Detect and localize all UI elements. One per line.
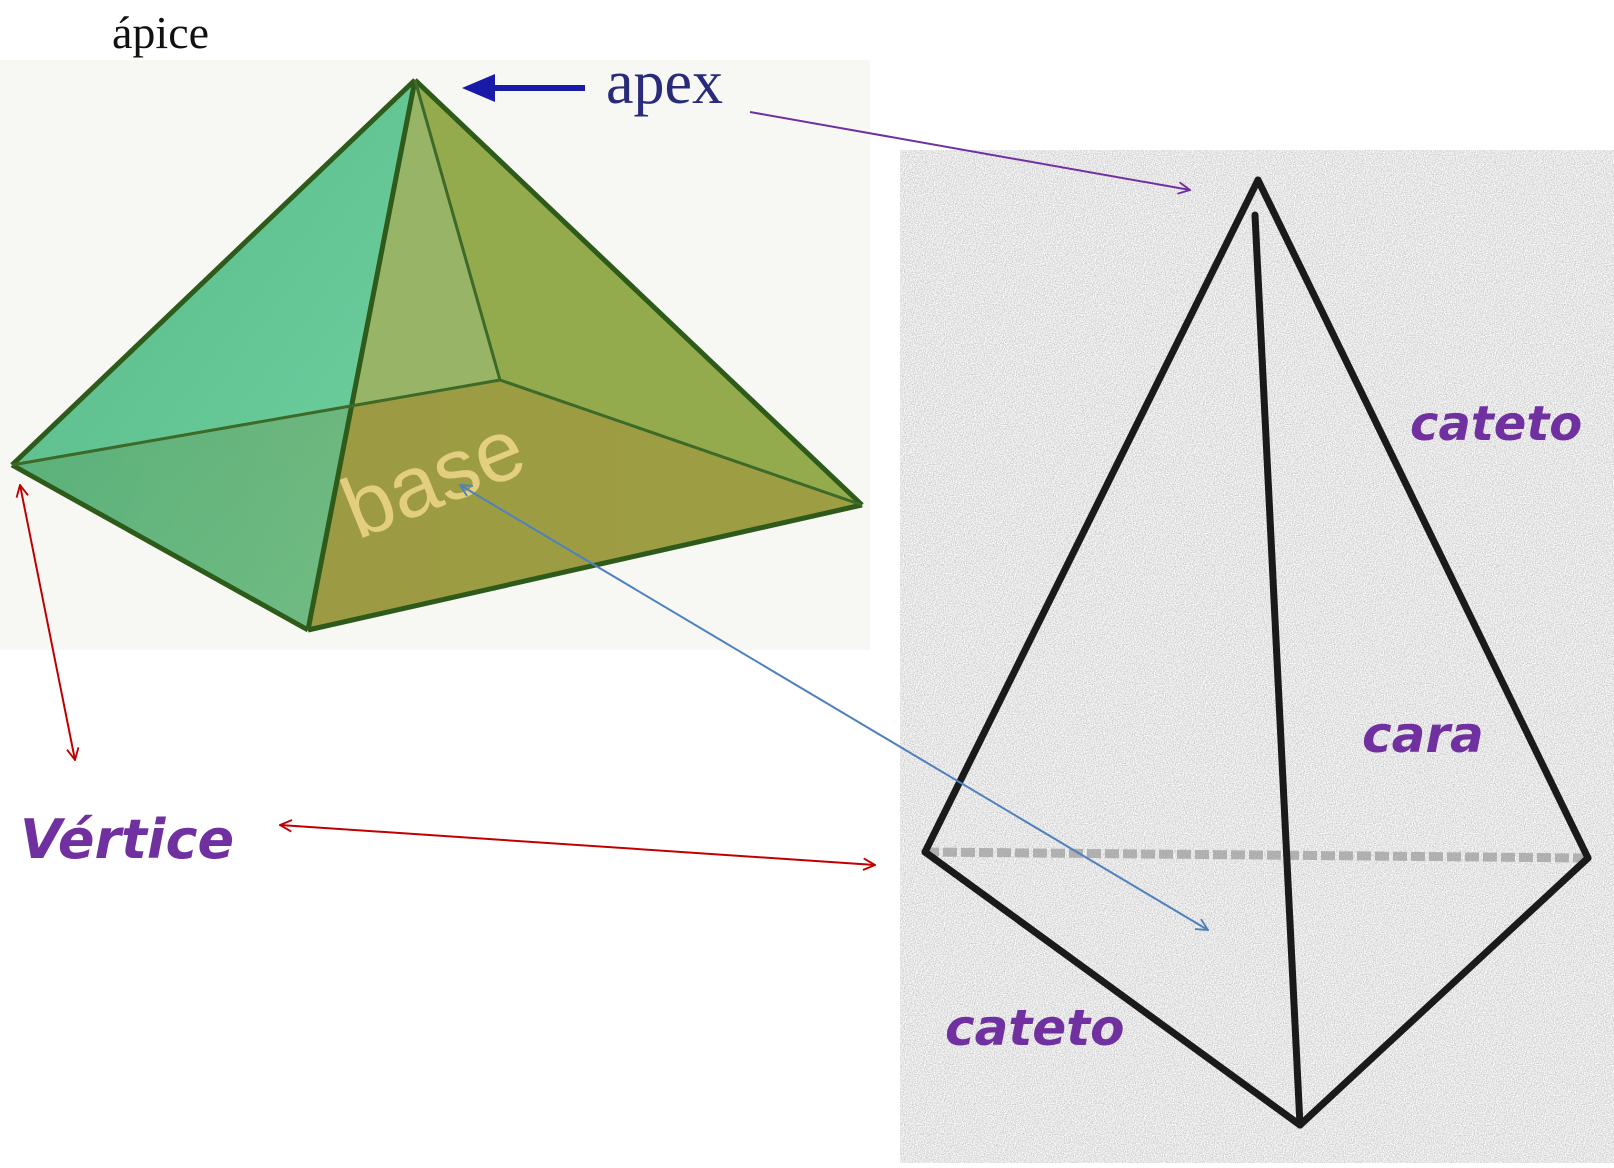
cateto-bottom-label: cateto [945,999,1124,1057]
front-left-face [12,80,415,630]
apex-pointer: apex [462,49,723,117]
apice-label: ápice [112,7,209,58]
hidden-base-edge [924,847,1589,863]
vertice-label: Vértice [20,808,234,871]
base-link-arrow [460,485,1208,930]
apex-arrow-head [462,74,495,102]
vertex-link-arrow-left [20,485,75,760]
colored-pyramid: base [0,60,870,650]
apex-link-arrow [749,111,1190,190]
cara-label: cara [1362,706,1484,764]
vertex-link-arrow-right [280,825,875,865]
apex-label: apex [606,49,723,117]
cateto-right-label: cateto [1410,396,1582,452]
pyramid-edges [10,78,864,633]
